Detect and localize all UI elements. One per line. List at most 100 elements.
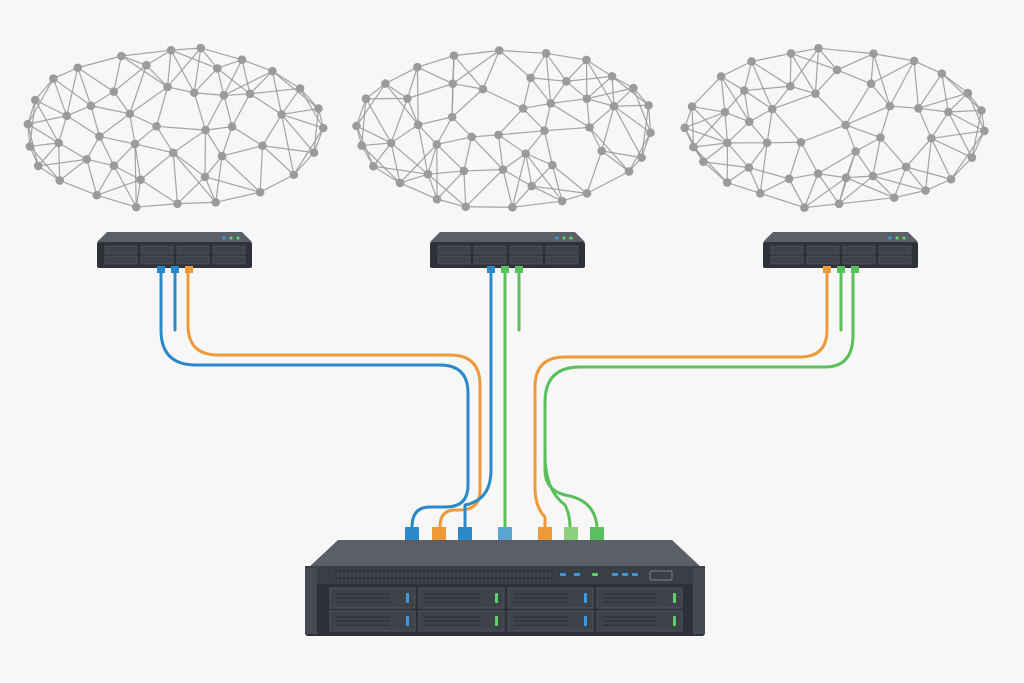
port-orange [538,527,552,540]
cable-plug-blue [487,266,495,273]
mesh-link [790,47,819,54]
mesh-link [691,106,695,148]
status-led [632,573,638,576]
mesh-link [299,88,324,129]
vent-hole [387,577,389,579]
mesh-link [684,127,728,144]
mesh-link [262,145,295,176]
vent-hole [395,577,397,579]
mesh-node [885,101,895,111]
mesh-node [62,111,72,121]
drive-led [495,593,498,603]
vent-hole [443,570,445,572]
vent-hole [407,570,409,572]
mesh-link [200,47,243,61]
mesh-link [545,52,587,61]
vent-hole [499,577,501,579]
mesh-link [855,151,874,177]
cable-blue [159,268,470,529]
mesh-link [223,93,251,96]
mesh-link [720,76,726,113]
mesh-node [977,106,986,115]
mesh-link [512,200,563,208]
mesh-link [525,153,563,202]
mesh-link [86,136,100,160]
mesh-link [452,83,484,90]
vent-hole [479,570,481,572]
mesh-link [845,124,881,139]
mesh-node [747,57,756,66]
vent-hole [411,570,413,572]
mesh-link [565,80,588,100]
vent-hole [471,577,473,579]
status-led [592,573,598,576]
mesh-link [427,173,438,200]
mesh-link [436,198,466,208]
mesh-link [565,59,587,82]
mesh-link [166,50,172,88]
mesh-node [136,175,145,185]
switch-led [895,236,899,240]
mesh-link [280,114,295,175]
mesh-node [582,189,592,198]
switch-bay [212,255,246,265]
mesh-node [309,148,319,157]
mesh-link [167,47,202,88]
mesh-node [211,197,220,207]
mesh-link [814,48,820,94]
vent-hole [407,577,409,579]
mesh-link [817,150,856,175]
mesh-link [38,158,87,167]
mesh-link [743,90,750,122]
mesh-node [786,81,795,91]
mesh-node [449,51,459,60]
vent-hole [539,570,541,572]
mesh-link [720,76,750,123]
mesh-link [215,191,261,203]
mesh-link [399,182,438,200]
vent-hole [439,570,441,572]
mesh-link [586,59,613,77]
cable-green [543,453,572,529]
mesh-link [771,85,791,110]
mesh-link [355,98,367,127]
mesh-link [172,152,206,178]
vent-hole [447,577,449,579]
mesh-node [352,121,361,131]
status-led [622,573,628,576]
mesh-link [586,87,634,100]
port-blue [458,527,472,540]
mesh-link [917,73,943,109]
vent-hole [415,577,417,579]
mesh-link [789,173,819,180]
mesh-link [726,167,750,184]
mesh-link [66,67,79,116]
mesh-link [223,70,273,96]
mesh-link [531,185,563,202]
vent-hole [459,570,461,572]
mesh-link [98,136,115,166]
mesh-node [109,87,119,96]
mesh-node [361,94,371,104]
mesh-node [582,55,591,65]
mesh-link [551,164,588,194]
cable-blue [463,268,493,529]
mesh-node [541,49,551,58]
vent-hole [495,570,497,572]
mesh-link [870,60,915,85]
mesh-link [436,116,453,145]
mesh-link [614,104,649,107]
mesh-link [417,55,455,68]
mesh-node [689,142,698,152]
mesh-node [200,172,210,182]
mesh-link [77,67,92,106]
mesh-link [134,143,137,208]
mesh-node [95,132,104,141]
mesh-node [227,122,237,131]
mesh-node [527,181,537,191]
mesh-node [494,46,504,55]
mesh-link [950,157,973,180]
mesh-link [145,64,168,88]
switch-top [763,232,918,242]
mesh-node [834,199,844,209]
